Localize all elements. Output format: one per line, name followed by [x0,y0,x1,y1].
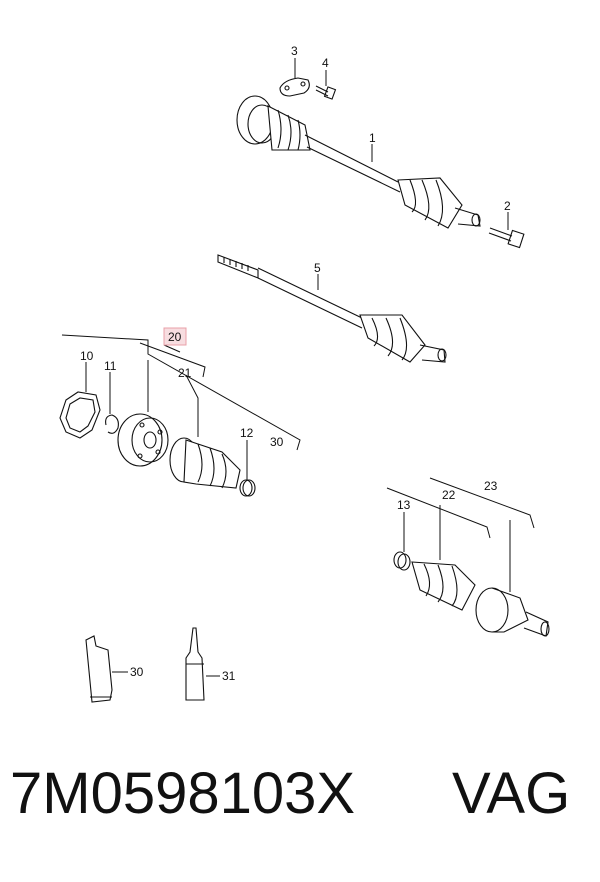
bolt-4 [315,85,337,100]
callout-20: 20 [168,330,182,344]
callout-10: 10 [80,349,94,363]
callout-11: 11 [104,359,117,373]
callout-12: 12 [240,426,254,440]
lock-plate-3 [279,77,310,97]
joint-flange [117,413,169,467]
callout-30-tube: 30 [130,665,144,679]
callout-3: 3 [291,44,298,58]
callout-30-group: 30 [270,435,284,449]
callout-23: 23 [484,479,498,493]
clamp-12 [239,440,256,497]
circlip-11 [105,372,119,434]
boot-22 [411,561,476,611]
brand: VAG [452,761,571,826]
callout-4: 4 [322,56,329,70]
gasket-10 [59,362,101,439]
callout-13: 13 [397,498,411,512]
callout-2: 2 [504,199,511,213]
callout-5: 5 [314,261,321,275]
callout-22: 22 [442,488,456,502]
cv-joint-23 [475,587,550,637]
callout-31: 31 [222,669,236,683]
drive-shaft-5 [217,254,447,363]
sealant-bottle-31 [185,627,220,701]
part-number: 7M0598103X [10,761,356,826]
callout-21: 21 [178,366,192,380]
footer: 7M0598103X VAG [0,760,600,860]
grease-tube-30 [85,635,128,703]
callout-1: 1 [369,131,376,145]
clamp-13 [393,512,411,571]
boot-21 [169,437,241,489]
joint-group-23 [386,477,535,592]
callout-20-highlight [163,327,187,346]
drive-shaft-1 [236,95,481,229]
bracket-group-30 [61,334,301,451]
bolt-2 [488,227,525,249]
